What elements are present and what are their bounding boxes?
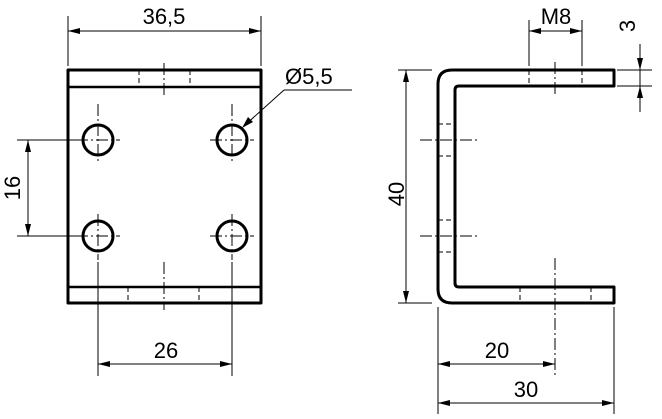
spacing16-arrow-bottom [25,224,31,236]
offset-arrow-right [543,361,555,367]
m8-arrow-left [529,28,541,34]
side-view [420,62,616,376]
side-view-dimensions: M8 3 40 20 30 [384,4,652,414]
diameter-dim-text: Ø5,5 [285,64,333,89]
depth-arrow-right [602,400,614,406]
thickness-dim-text: 3 [615,20,640,32]
thickness-arrow-bottom [637,86,643,98]
spacing16-dim-text: 16 [0,176,25,200]
m8-dim-text: M8 [541,4,572,29]
front-view [66,63,263,310]
spacing26-dim-text: 26 [154,338,178,363]
offset-dim-text: 20 [485,338,509,363]
front-view-dimensions: 36,5 Ø5,5 16 26 [0,4,352,376]
depth-arrow-left [438,400,450,406]
spacing26-arrow-left [98,361,110,367]
height-dim-text: 40 [384,182,409,206]
spacing16-arrow-top [25,140,31,152]
width-dim-text: 36,5 [143,4,186,29]
height-arrow-top [403,70,409,82]
depth-dim-text: 30 [514,377,538,402]
width-arrow-left [68,28,80,34]
channel-profile [436,68,616,305]
offset-arrow-left [438,361,450,367]
spacing26-arrow-right [220,361,232,367]
m8-arrow-right [570,28,582,34]
thickness-arrow-top [637,58,643,70]
diameter-leader-arrow [242,117,253,128]
height-arrow-bottom [403,291,409,303]
width-arrow-right [249,28,261,34]
